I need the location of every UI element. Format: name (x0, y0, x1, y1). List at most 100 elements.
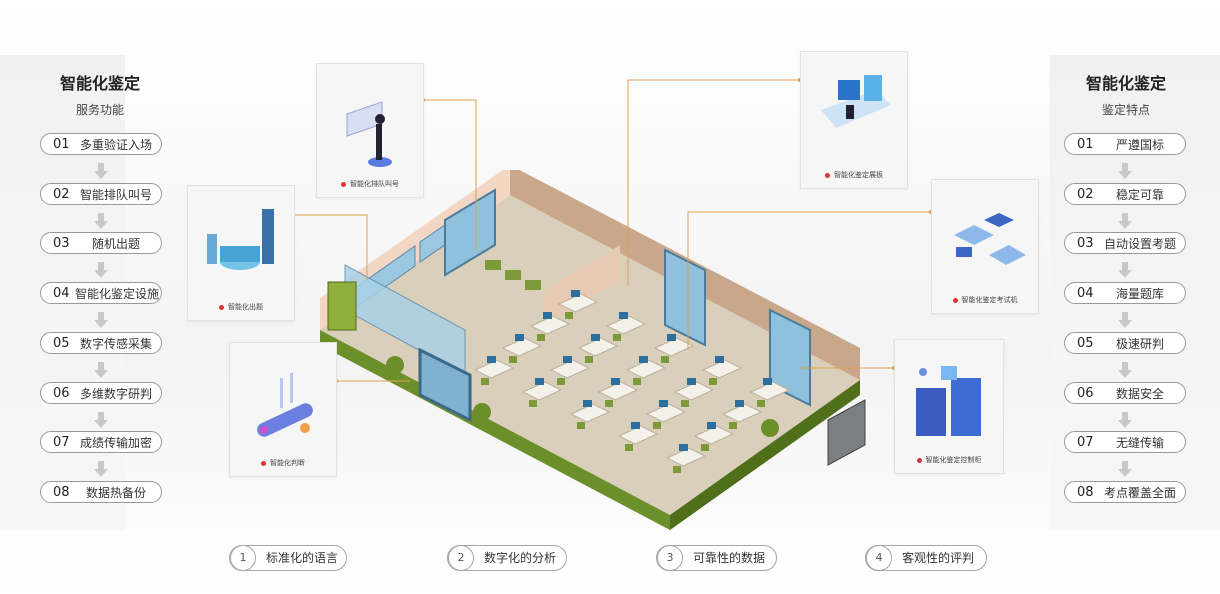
right-item-label: 考点覆盖全面 (1103, 486, 1176, 500)
down-arrow-icon (94, 362, 108, 378)
left-item-number: 05 (53, 336, 70, 351)
card-judge: 智能化判断 (229, 342, 337, 477)
right-item-label: 海量题库 (1115, 287, 1164, 301)
chair-icon (577, 422, 585, 429)
card-queue: 智能化排队叫号 (316, 63, 424, 198)
left-item-label: 成绩传输加密 (79, 436, 152, 450)
right-item-label: 无缝传输 (1115, 436, 1164, 450)
card-exam-machine: 智能化鉴定考试机 (931, 179, 1039, 314)
down-arrow-icon (1118, 213, 1132, 229)
judgement-pipeline-icon (257, 373, 313, 437)
exam-desk (473, 359, 515, 379)
chair-icon (681, 400, 689, 407)
exam-desk (645, 403, 687, 423)
card-exam-question: 智能化出题 (187, 185, 295, 321)
left-item-label: 多维数字研判 (79, 387, 152, 401)
chair-icon (557, 378, 565, 385)
exam-desk (521, 381, 563, 401)
chair-icon (701, 444, 709, 451)
right-item-label: 极速研判 (1115, 337, 1164, 351)
chair-icon (481, 378, 489, 385)
chair-icon (613, 334, 621, 341)
exam-desk-grid (473, 290, 791, 473)
floor-edge-left (320, 330, 670, 530)
exam-desk (529, 315, 571, 335)
red-dot-icon (952, 297, 958, 303)
left-item-label: 多重验证入场 (79, 138, 152, 152)
right-panel-subtitle: 鉴定特点 (1101, 103, 1150, 117)
left-item-label: 数据热备份 (85, 486, 146, 500)
left-item-05: 05 数字传感采集 (40, 332, 162, 354)
exam-desk (577, 337, 619, 357)
monitor-icon (631, 422, 640, 429)
down-arrow-icon (94, 312, 108, 328)
right-item-number: 07 (1077, 435, 1094, 450)
red-dot-icon (219, 304, 224, 310)
down-arrow-icon (94, 213, 108, 229)
exam-desk (605, 315, 647, 335)
exam-desk (597, 381, 639, 401)
chair-icon (509, 356, 517, 363)
monitor-icon (619, 312, 628, 319)
bottom-point-3-label: 可靠性的数据 (693, 551, 766, 565)
down-arrow-icon (1118, 461, 1132, 477)
bottom-point-2-number: 2 (448, 545, 474, 571)
monitor-icon (591, 334, 600, 341)
right-item-label: 严遵国标 (1115, 138, 1164, 152)
right-item-number: 05 (1077, 336, 1094, 351)
right-item-04: 04 海量题库 (1064, 282, 1186, 304)
monitor-icon (563, 356, 572, 363)
down-arrow-icon (1118, 412, 1132, 428)
down-arrow-icon (1118, 262, 1132, 278)
monitor-icon (515, 334, 524, 341)
bottom-point-4-label: 客观性的评判 (902, 551, 975, 565)
chair-icon (673, 466, 681, 473)
exam-desk (617, 425, 659, 445)
ac-unit (827, 399, 866, 466)
chair-icon (537, 334, 545, 341)
bottom-point-1-number: 1 (230, 545, 256, 571)
monitor-icon (735, 400, 744, 407)
chair-icon (633, 378, 641, 385)
exam-desk (557, 293, 599, 313)
exam-desk (625, 359, 667, 379)
left-item-06: 06 多维数字研判 (40, 382, 162, 404)
right-item-08: 08 考点覆盖全面 (1064, 481, 1186, 503)
card-control-cabinet: 智能化鉴定控制柜 (894, 339, 1004, 474)
monitor-icon (707, 422, 716, 429)
left-item-label: 数字传感采集 (79, 337, 152, 351)
chair-icon (709, 378, 717, 385)
right-item-05: 05 极速研判 (1064, 332, 1186, 354)
plant-1 (386, 356, 404, 374)
exam-desk (701, 359, 743, 379)
chair-icon (653, 422, 661, 429)
left-panel-subtitle: 服务功能 (75, 103, 124, 117)
monitor-icon (535, 378, 544, 385)
bottom-point-3-number: 3 (657, 545, 683, 571)
waiting-chairs (485, 260, 541, 290)
bottom-point-2: 2 数字化的分析 (447, 545, 567, 571)
card-exam-machine-label: 智能化鉴定考试机 (961, 296, 1018, 304)
right-item-number: 04 (1077, 286, 1094, 301)
exam-desk (501, 337, 543, 357)
left-panel-header: 智能化鉴定 服务功能 (38, 72, 162, 118)
right-item-label: 自动设置考题 (1103, 237, 1176, 251)
exam-desk (549, 359, 591, 379)
right-item-number: 08 (1077, 485, 1094, 500)
left-item-number: 03 (53, 236, 70, 251)
right-item-number: 06 (1077, 386, 1094, 401)
left-item-number: 06 (53, 386, 70, 401)
card-screen: 智能化鉴定展板 (800, 51, 908, 189)
left-panel-title: 智能化鉴定 (59, 74, 140, 93)
card-exam-question-label: 智能化出题 (228, 303, 263, 311)
red-dot-icon (341, 181, 346, 187)
left-item-number: 02 (53, 187, 70, 202)
exam-desk (569, 403, 611, 423)
